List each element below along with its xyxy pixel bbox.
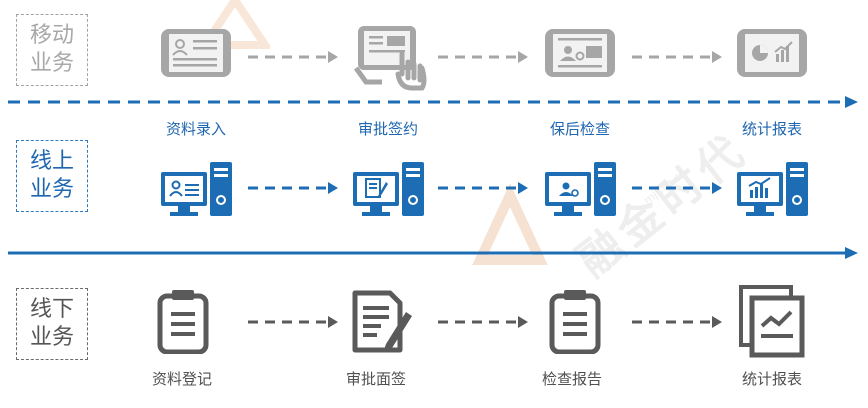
computer-inspect-icon (545, 162, 616, 216)
offline-step-3-label: 检查报告 (541, 370, 602, 388)
offline-step-1-label: 资料登记 (151, 370, 212, 388)
online-step-1-label: 资料录入 (165, 120, 226, 138)
arrow-offline-3 (632, 316, 722, 328)
arrow-offline-1 (248, 316, 338, 328)
row-label-offline-line2: 业务 (29, 325, 74, 350)
clipboard-register-icon (157, 290, 209, 354)
computer-report-icon (737, 162, 808, 216)
row-label-online: 线上 业务 (16, 140, 88, 212)
arrow-online-3 (632, 182, 722, 194)
online-step-4-label: 统计报表 (741, 120, 802, 138)
arrow-online-1 (248, 182, 338, 194)
row-label-offline-line1: 线下 (29, 297, 74, 322)
watermark-logo-mark (472, 183, 548, 265)
online-step-3-label: 保后检查 (549, 120, 610, 138)
arrow-mobile-2 (438, 51, 528, 63)
document-pen-icon (352, 290, 412, 353)
row-label-online-line1: 线上 (29, 149, 74, 174)
row-label-offline: 线下 业务 (16, 288, 88, 360)
arrow-offline-2 (438, 316, 528, 328)
arrow-online-2 (438, 182, 528, 194)
online-step-2-label: 审批签约 (357, 120, 418, 138)
offline-step-4-label: 统计报表 (741, 370, 802, 388)
tablet-touch-icon (353, 26, 427, 91)
tablet-chart-icon (737, 29, 807, 77)
stacked-report-icon (739, 285, 805, 358)
offline-step-2-label: 审批面签 (345, 370, 406, 388)
row-label-online-line2: 业务 (29, 177, 74, 202)
row-label-mobile: 移动 业务 (16, 14, 88, 86)
watermark-logo-mark-top (200, 0, 270, 49)
clipboard-inspect-icon (549, 290, 601, 354)
computer-sign-icon (353, 162, 424, 216)
computer-profile-icon (161, 162, 232, 216)
divider-solid (8, 247, 858, 259)
row-label-mobile-line1: 移动 (29, 23, 74, 48)
arrow-mobile-3 (632, 51, 722, 63)
divider-dashed (8, 96, 858, 108)
tablet-profile-icon (161, 29, 231, 77)
row-label-mobile-line2: 业务 (29, 51, 74, 76)
arrow-mobile-1 (248, 51, 338, 63)
tablet-user-icon (545, 29, 615, 77)
